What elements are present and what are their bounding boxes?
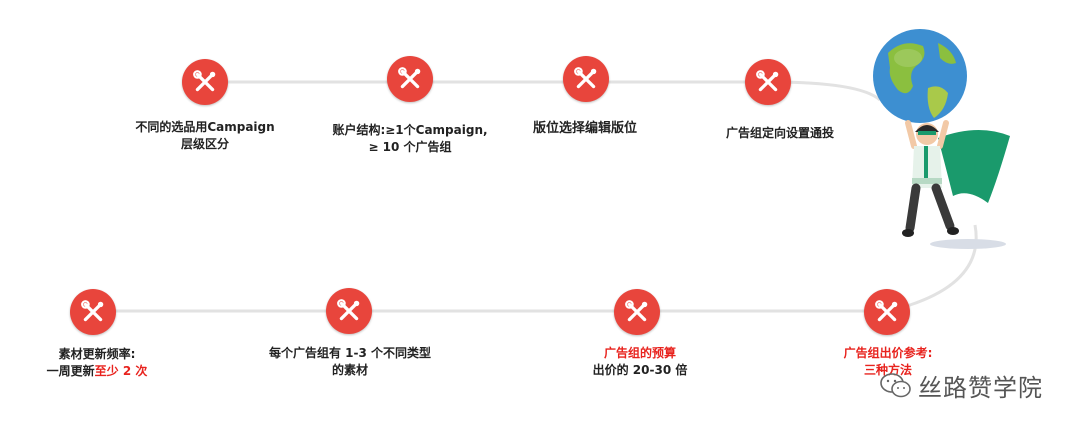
step-label-3: 版位选择编辑版位 [520, 120, 650, 137]
step-label-7: 广告组的预算 出价的 20-30 倍 [580, 345, 700, 379]
step-label-1: 不同的选品用Campaign 层级区分 [135, 119, 275, 153]
step-5-line-1: 素材更新频率: [58, 347, 136, 361]
step-4-line-1: 广告组定向设置通投 [725, 126, 834, 140]
step-label-8: 广告组出价参考: 三种方法 [828, 345, 948, 379]
step-8-line-1: 广告组出价参考: [843, 346, 933, 360]
step-5-line-2a: 一周更新 [46, 364, 95, 378]
watermark: 丝路赞学院 [880, 368, 1043, 403]
step-node-6 [326, 288, 372, 334]
step-1-line-1: 不同的选品用Campaign [135, 120, 275, 134]
hero-illustration [873, 29, 1010, 249]
step-label-5: 素材更新频率: 一周更新至少 2 次 [32, 346, 162, 380]
step-node-8 [864, 289, 910, 335]
step-node-2 [387, 56, 433, 102]
watermark-text: 丝路赞学院 [918, 374, 1043, 402]
step-label-6: 每个广告组有 1-3 个不同类型 的素材 [250, 345, 450, 379]
step-label-4: 广告组定向设置通投 [715, 125, 845, 142]
step-5-line-2b: 至少 2 次 [94, 364, 148, 378]
step-node-7 [614, 289, 660, 335]
step-7-line-1: 广告组的预算 [603, 346, 676, 360]
step-label-2: 账户结构:≥1个Campaign, ≥ 10 个广告组 [330, 122, 490, 156]
step-1-line-2: 层级区分 [180, 137, 229, 151]
step-node-1 [182, 59, 228, 105]
tools-icon [81, 300, 104, 322]
step-node-3 [563, 56, 609, 102]
step-2-line-2: ≥ 10 个广告组 [368, 140, 452, 154]
wechat-icon [880, 372, 911, 397]
step-6-line-1: 每个广告组有 1-3 个不同类型 [268, 346, 432, 360]
step-7-line-2: 出价的 20-30 倍 [592, 363, 688, 377]
tools-icon [574, 67, 597, 89]
step-node-5 [70, 289, 116, 335]
step-8-line-2: 三种方法 [863, 363, 912, 377]
tools-icon [398, 67, 421, 89]
tools-icon [193, 70, 216, 92]
step-3-line-1: 版位选择编辑版位 [532, 121, 637, 136]
tools-icon [625, 300, 648, 322]
tools-icon [756, 70, 779, 92]
tools-icon [875, 300, 898, 322]
step-6-line-2: 的素材 [331, 363, 368, 377]
step-2-line-1: 账户结构:≥1个Campaign, [332, 123, 488, 137]
tools-icon [337, 299, 360, 321]
globe-icon [873, 29, 967, 123]
step-node-4 [745, 59, 791, 105]
